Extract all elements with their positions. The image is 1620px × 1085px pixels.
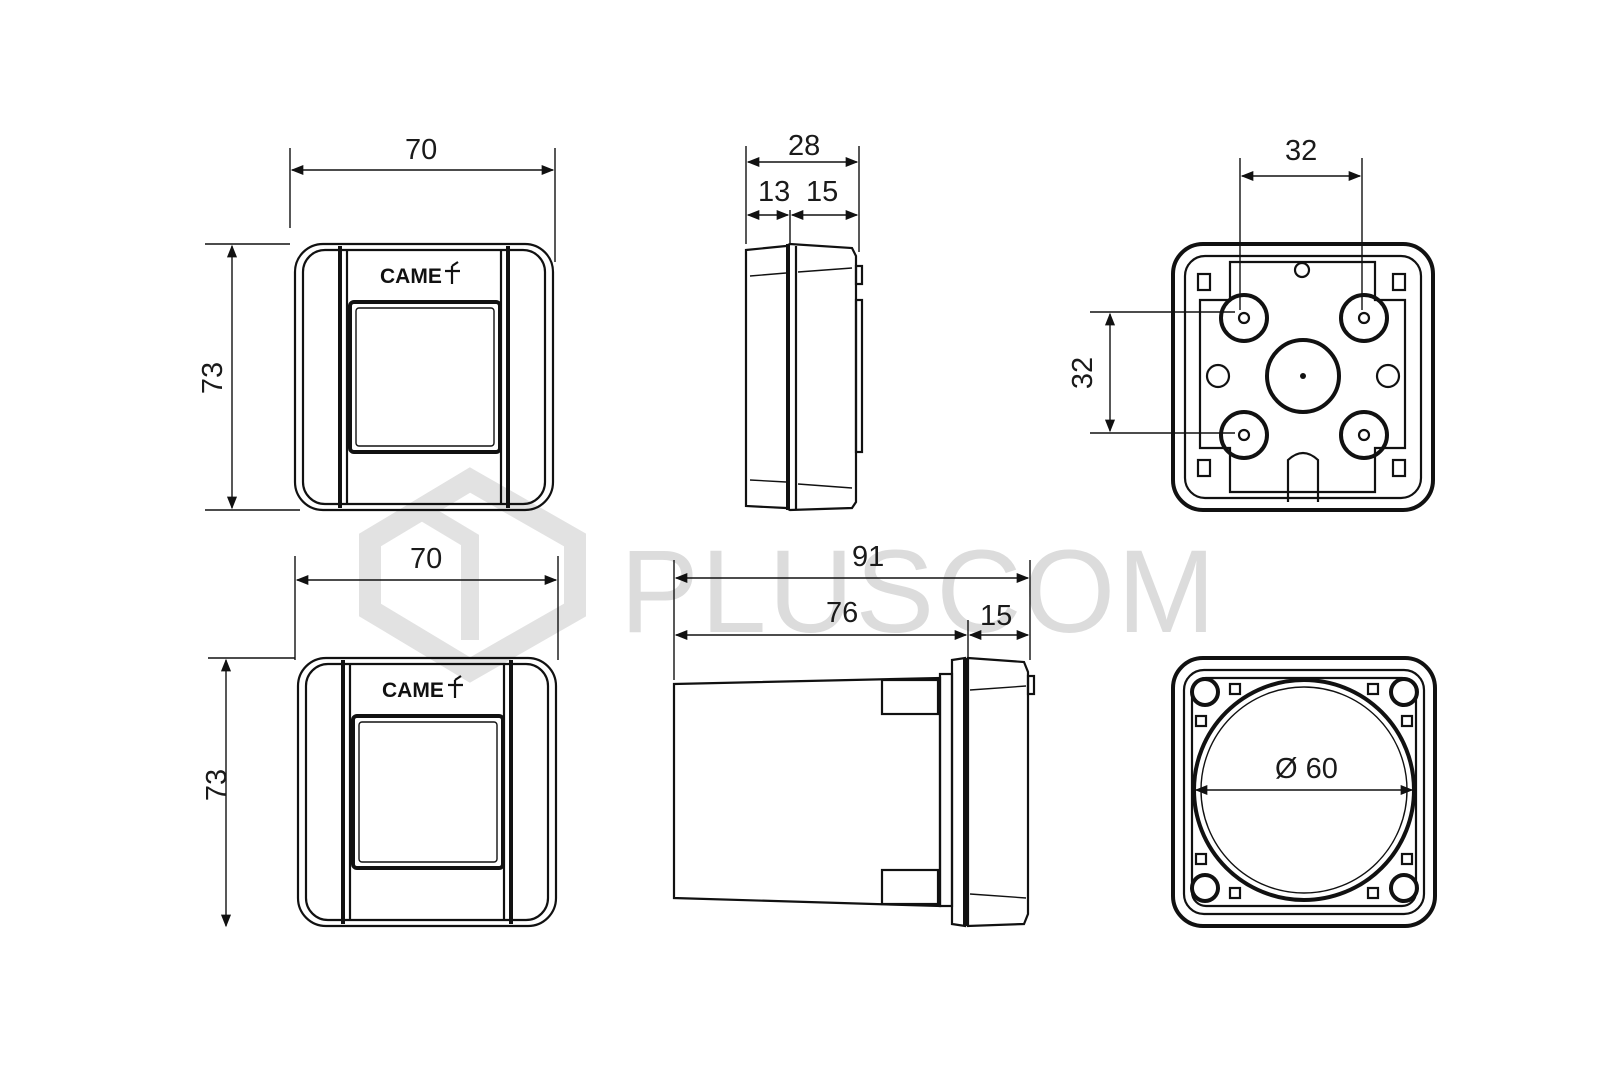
- rear-view-top: 32 32: [1067, 135, 1435, 512]
- mount-tab-top: [880, 678, 940, 716]
- cable-slot: [1286, 451, 1320, 502]
- corner-boss: [1190, 677, 1220, 707]
- corner-boss: [1190, 873, 1220, 903]
- flush-box-body: [672, 676, 942, 908]
- dim-side-depth-b: 15: [806, 176, 838, 208]
- corner-boss: [1389, 873, 1419, 903]
- dim-flush-total-depth: 91: [852, 541, 884, 573]
- dim-flush-body-depth: 76: [826, 597, 858, 629]
- watermark-text: PLUSCOM: [620, 526, 1218, 658]
- housing-inner-outline: [301, 248, 547, 506]
- side-body-outline: [744, 242, 858, 512]
- reader-window: [348, 300, 502, 454]
- flush-front-frame: [966, 656, 1030, 928]
- front-view-top: 70 73 CAME: [197, 134, 556, 512]
- dim-flush-rear-diameter: Ø 60: [1275, 753, 1338, 785]
- cable-entry-hole: [1265, 338, 1341, 414]
- mount-hole: [1339, 410, 1389, 460]
- rear-housing-outline: [1171, 242, 1435, 512]
- brand-logo-mark: [445, 261, 460, 284]
- dim-front-bottom-height: 73: [201, 769, 233, 801]
- watermark: PLUSCOM: [359, 467, 1218, 683]
- brand-logo-text: CAME: [380, 265, 442, 288]
- dim-flush-frame-depth: 15: [980, 600, 1012, 632]
- mount-hole: [1339, 293, 1389, 343]
- dim-front-top-height: 73: [197, 362, 229, 394]
- dim-front-top-width: 70: [405, 134, 437, 166]
- mount-hole: [1219, 410, 1269, 460]
- mount-tab-bottom: [880, 868, 940, 906]
- dim-rear-spacing-h: 32: [1285, 135, 1317, 167]
- corner-boss: [1389, 677, 1419, 707]
- dim-side-depth-a: 13: [758, 176, 790, 208]
- dim-front-bottom-width: 70: [410, 543, 442, 575]
- dim-side-depth-total: 28: [788, 130, 820, 162]
- reader-window: [351, 714, 505, 870]
- rear-circular-opening: [1192, 678, 1416, 902]
- dim-rear-spacing-v: 32: [1067, 357, 1099, 389]
- brand-logo-mark: [448, 675, 463, 698]
- brand-logo-text: CAME: [382, 679, 444, 702]
- flush-rear-view: Ø 60: [1171, 656, 1437, 928]
- front-view-bottom: 70 73 CAME: [201, 543, 559, 928]
- flush-side-view: 91 76 15: [672, 541, 1036, 928]
- mount-hole: [1219, 293, 1269, 343]
- housing-outline: [293, 242, 555, 512]
- side-view-top: 28 13 15: [744, 130, 864, 512]
- flush-rear-outline: [1171, 656, 1437, 928]
- housing-outline: [296, 656, 558, 928]
